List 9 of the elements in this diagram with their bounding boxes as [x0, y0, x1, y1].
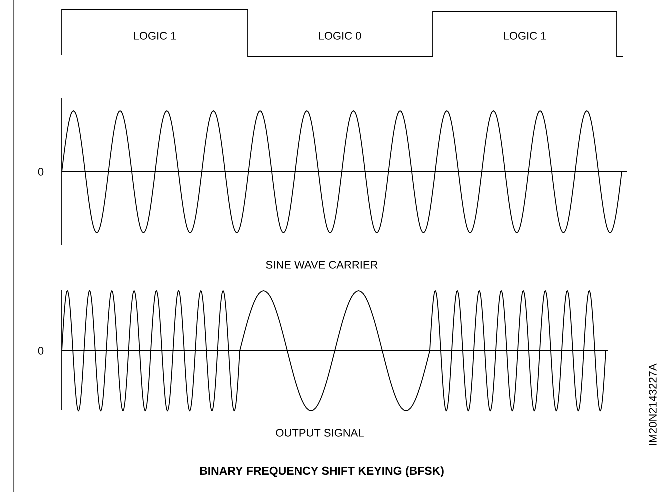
- logic-level-label: LOGIC 1: [134, 32, 176, 40]
- figure-code: IM20N2143227A: [649, 364, 657, 446]
- logic-level-label: LOGIC 1: [504, 32, 546, 40]
- waveform-caption: SINE WAVE CARRIER: [266, 261, 378, 269]
- logic-level-label: LOGIC 0: [319, 32, 362, 40]
- zero-axis-label: 0: [38, 347, 44, 355]
- diagram-title: BINARY FREQUENCY SHIFT KEYING (BFSK): [200, 466, 444, 478]
- waveform-caption: OUTPUT SIGNAL: [276, 429, 364, 437]
- zero-axis-label: 0: [38, 168, 44, 176]
